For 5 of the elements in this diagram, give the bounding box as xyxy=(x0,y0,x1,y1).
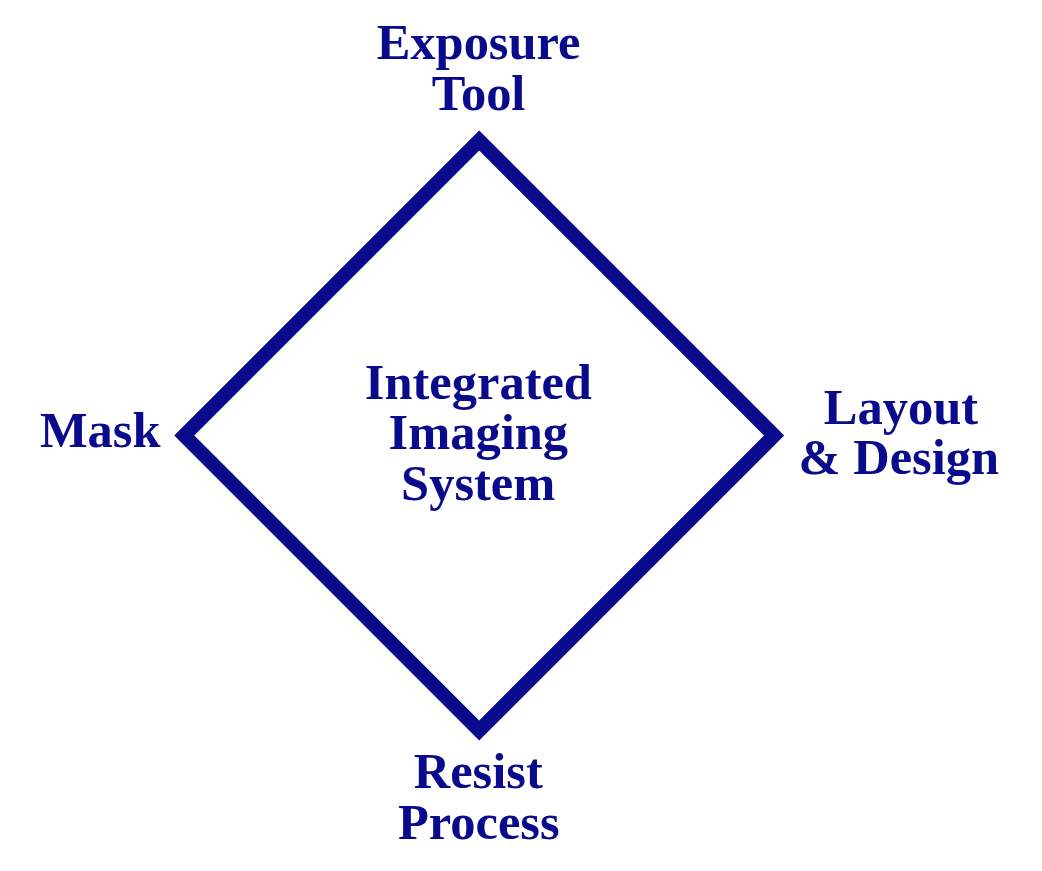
label: Exposure Tool xyxy=(376,14,581,121)
label: Mask xyxy=(39,401,161,458)
label: Resist Process xyxy=(397,743,560,850)
label: Layout & Design xyxy=(798,378,1000,486)
node-diamond: Integrated Imaging System xyxy=(174,130,785,741)
